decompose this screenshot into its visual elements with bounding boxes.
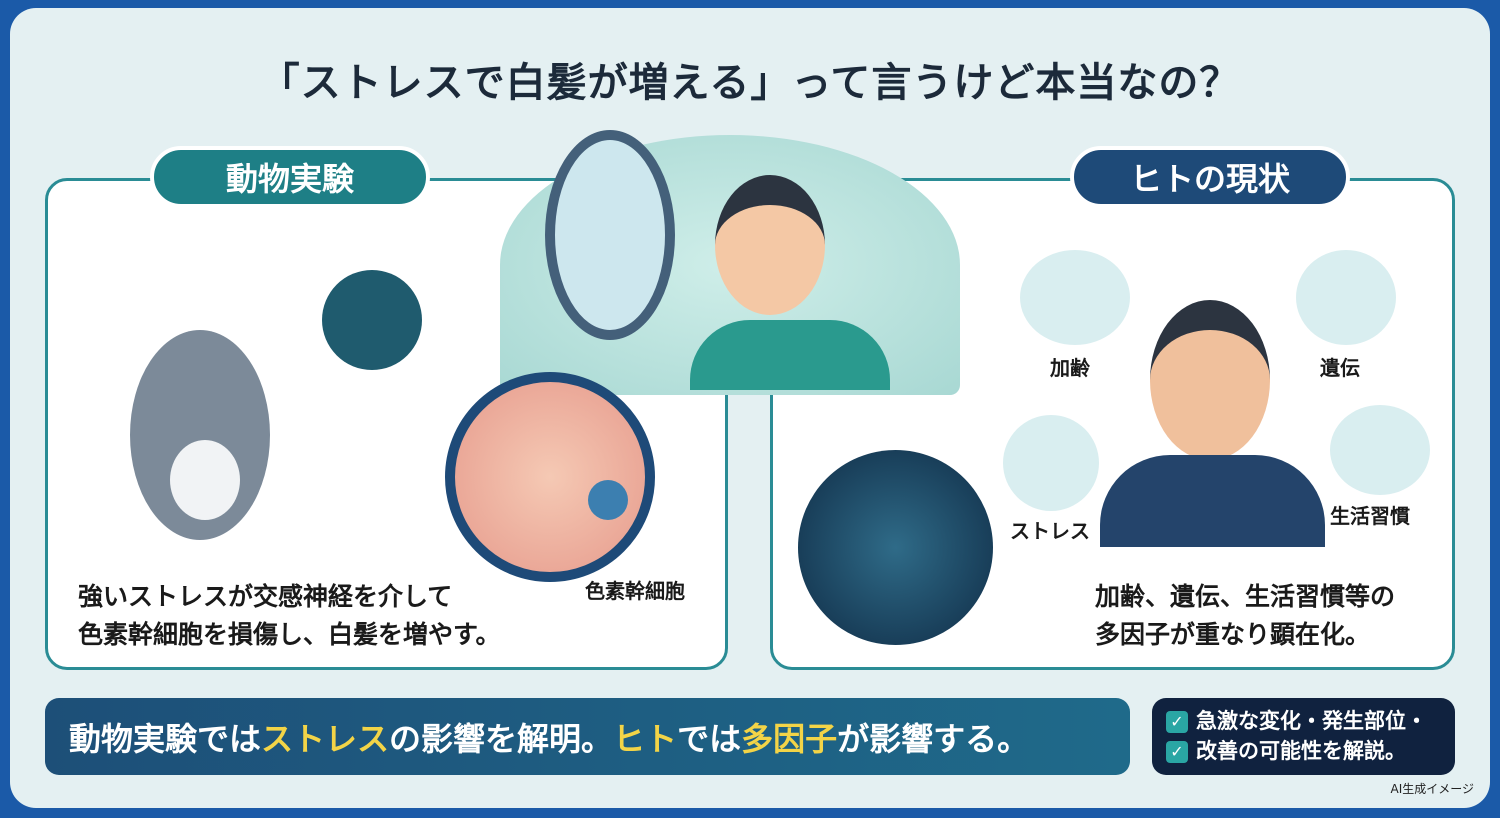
checkbox-icon: ✓ (1166, 711, 1188, 733)
banner-highlight: ストレス (261, 719, 390, 758)
animal-text-line2: 色素幹細胞を損傷し、白髪を増やす。 (78, 620, 501, 649)
animal-text-line1: 強いストレスが交感神経を介して (78, 582, 453, 611)
human-text-line2: 多因子が重なり顕在化。 (1095, 620, 1371, 649)
checklist-item: ✓ 急激な変化・発生部位・ (1166, 706, 1441, 736)
hair-follicle-icon (445, 372, 655, 582)
man-face-icon (1150, 300, 1270, 460)
nerve-icon (322, 270, 422, 370)
aging-icon (1020, 250, 1130, 345)
ai-generated-label: AI生成イメージ (1390, 782, 1474, 796)
summary-banner: 動物実験ではストレスの影響を解明。ヒトでは多因子が影響する。 (45, 698, 1130, 775)
checklist-text: 改善の可能性を解説。 (1196, 739, 1406, 763)
checklist-text: 急激な変化・発生部位・ (1196, 709, 1427, 733)
checkbox-icon: ✓ (1166, 741, 1188, 763)
checklist-box: ✓ 急激な変化・発生部位・ ✓ 改善の可能性を解説。 (1152, 698, 1455, 775)
page-title: 「ストレスで白髪が増える」って言うけど本当なの？ (259, 60, 1241, 106)
stress-icon (1003, 415, 1099, 511)
banner-highlight: 多因子 (741, 719, 838, 758)
banner-text: では (677, 719, 742, 758)
human-text-line1: 加齢、遺伝、生活習慣等の (1095, 582, 1396, 611)
factor-lifestyle: 生活習慣 (1330, 504, 1410, 528)
man-shirt (1100, 455, 1325, 547)
animal-experiment-label: 動物実験 (150, 146, 430, 208)
factor-genetics: 遺伝 (1320, 356, 1360, 380)
lifestyle-icon (1330, 405, 1430, 495)
woman-shirt (690, 320, 890, 390)
pigment-stem-cell-icon (588, 480, 628, 520)
banner-highlight: ヒト (613, 719, 678, 758)
human-label: ヒトの現状 (1070, 146, 1350, 208)
factor-stress: ストレス (1010, 519, 1090, 543)
mirror-icon (545, 130, 675, 340)
checklist-item: ✓ 改善の可能性を解説。 (1166, 736, 1441, 766)
dna-icon (1296, 250, 1396, 345)
factor-aging: 加齢 (1050, 356, 1090, 380)
pigment-stem-cell-label: 色素幹細胞 (585, 579, 685, 603)
banner-text: 動物実験では (69, 719, 262, 758)
woman-face-icon (715, 175, 825, 315)
banner-text: が影響する。 (837, 719, 1030, 758)
gray-hair-closeup-icon (798, 450, 993, 645)
banner-text: の影響を解明。 (389, 719, 614, 758)
mouse-belly (170, 440, 240, 520)
